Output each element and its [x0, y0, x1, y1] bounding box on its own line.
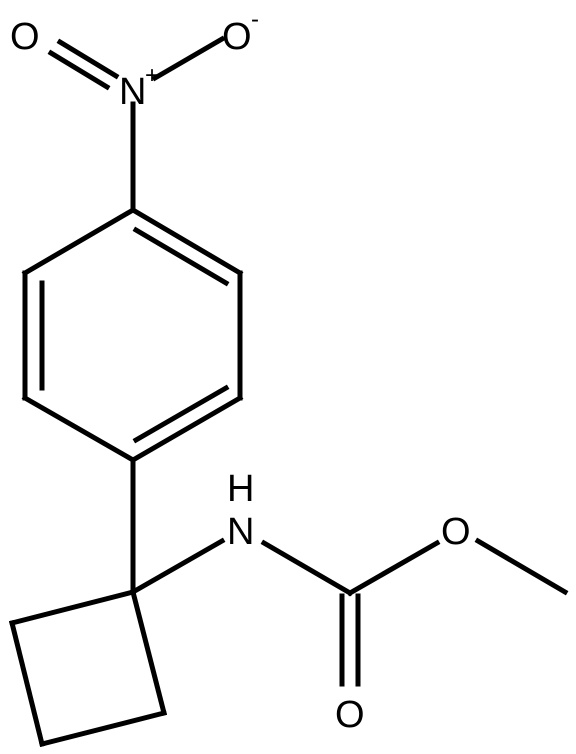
- atom-label-n-amine: N: [227, 511, 254, 553]
- bond-cyclobutane-left: [8, 619, 46, 748]
- bond-carbonyl-c-to-ester-o: [346, 539, 441, 597]
- benzene-ring-bonds: [21, 206, 244, 464]
- bond-cyclobutane-right: [129, 588, 168, 717]
- bond-ring-top-right-inner: [132, 226, 230, 287]
- cyclobutyl-carbamate-bonds: [8, 457, 569, 748]
- bond-nh-to-carbonyl-c: [260, 539, 354, 597]
- atom-label-o-nitro-left: O: [10, 16, 40, 58]
- bond-n-o-left-2: [47, 49, 111, 91]
- bond-n-o-left-1: [56, 38, 120, 80]
- atom-label-n-nitro: N: [119, 71, 146, 113]
- bond-ring-top-right: [129, 206, 244, 277]
- atom-label-h-amine: H: [227, 468, 254, 510]
- atom-labels: O N + O - H N O O: [10, 6, 471, 736]
- bond-n-o-right: [151, 35, 226, 82]
- bond-ring-bottom-left: [21, 394, 137, 464]
- atom-label-o-nitro-right: O: [222, 16, 252, 58]
- charge-label-n-nitro: +: [145, 62, 159, 89]
- nitro-group-bonds: [47, 35, 226, 213]
- charge-label-o-nitro-right: -: [251, 6, 259, 33]
- bond-ring-bottom-right-inner: [132, 384, 230, 444]
- atom-label-o-ester: O: [441, 511, 471, 553]
- bond-ring-top-left: [21, 206, 137, 277]
- bond-cyclobutane-bottom: [38, 709, 168, 748]
- bond-ring-bottom-right: [129, 394, 244, 464]
- bond-cyclobutane-top: [8, 588, 137, 627]
- atom-label-o-carbonyl: O: [335, 694, 365, 736]
- bond-ester-o-to-methyl: [474, 537, 569, 596]
- bond-cyclobutane-to-nh: [129, 537, 226, 596]
